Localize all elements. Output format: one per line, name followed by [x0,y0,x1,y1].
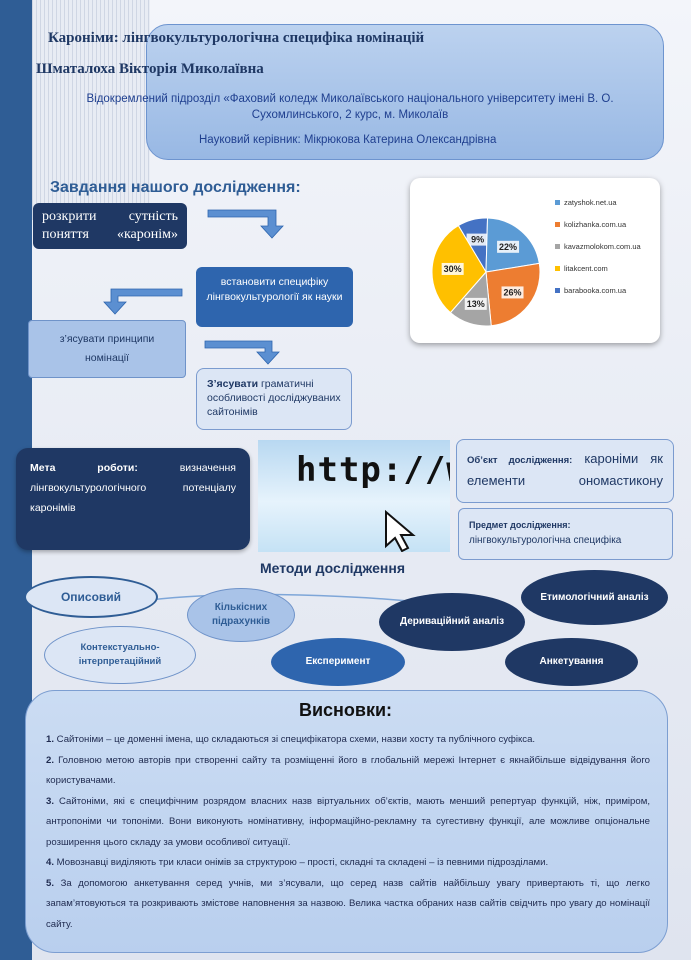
task-box-1: розкрити сутність поняття «каронім» [33,203,187,249]
method-quantitative: Кількісних підрахунків [187,588,295,642]
pie-label: 13% [467,299,485,309]
pie-label: 30% [444,264,462,274]
conclusion-item: 1. Сайтоніми – це доменні імена, що скла… [46,734,536,745]
task-box-4: З’ясувати граматичні особливості дослідж… [196,368,352,430]
legend-swatch [555,244,560,249]
stripe-decor [32,0,150,220]
method-experiment: Експеримент [271,638,405,686]
pie-label-bg [497,240,520,253]
pie-label: 22% [499,242,517,252]
conclusion-item: 5. За допомогою анкетування серед учнів,… [46,877,650,930]
legend-swatch [555,200,560,205]
tasks-heading: Завдання нашого дослідження: [50,179,301,196]
goal-label: Мета роботи: [30,462,138,474]
legend-label: kolizhanka.com.ua [564,220,627,229]
pie-label-bg [441,262,464,275]
legend-label: kavazmolokom.com.ua [564,242,641,251]
method-etymological: Етимологічний аналіз [521,570,668,625]
method-derivational: Дериваційний аналіз [379,593,525,651]
method-survey: Анкетування [505,638,638,686]
object-box: Об’єкт дослідження: кароніми як елементи… [456,439,674,503]
legend-swatch [555,222,560,227]
http-text: http://www. [296,450,450,490]
arrow-3-icon [204,340,280,365]
task-box-2: встановити специфіку лінгвокультурології… [196,267,353,327]
arrow-1-icon [207,209,284,239]
subject-box: Предмет дослідження: лінгвокультурологічн… [458,508,673,560]
legend-label: barabooka.com.ua [564,286,627,295]
legend-item: kavazmolokom.com.ua [555,242,655,252]
object-text: кароніми як елементи ономастикону [467,451,663,488]
legend-swatch [555,288,560,293]
method-contextual: Контекстуально-інтерпретаційний [44,626,196,684]
pie-chart: 9% 22% 26% 13% 30% [431,217,541,327]
legend-item: zatyshok.net.ua [555,198,655,208]
legend-label: zatyshok.net.ua [564,198,617,207]
task-box-3: з’ясувати принципи номінації [28,320,186,378]
arrow-2-icon [103,288,183,315]
method-descriptive: Описовий [24,576,158,618]
legend-swatch [555,266,560,271]
conclusion-item: 2. Головною метою авторів при створенні … [46,754,650,787]
legend-item: barabooka.com.ua [555,286,655,296]
http-image: http://www. [258,440,450,552]
conclusion-item: 4. Мовознавці виділяють три класи онімів… [46,857,549,868]
object-label: Об’єкт дослідження: [467,455,573,466]
author-name: Шматалоха Вікторія Миколаївна [36,61,264,77]
pie-label-bg [464,297,487,310]
pie-label: 9% [471,235,484,245]
methods-heading: Методи дослідження [260,560,406,576]
subject-text: лінгвокультурологічна специфіка [469,535,622,546]
legend-label: litakcent.com [564,264,608,273]
legend-item: litakcent.com [555,264,655,274]
pie-label: 26% [504,287,522,297]
conclusion-item: 3. Сайтоніми, які є специфічним розрядом… [46,795,650,848]
cursor-icon [385,509,416,552]
conclusions-list: 1. Сайтоніми – це доменні імена, що скла… [46,730,650,935]
goal-box: Мета роботи: визначення лінгвокультуроло… [16,448,250,550]
task4-bold: З’ясувати [207,378,259,390]
task-arrows [103,209,284,365]
conclusions-panel [25,690,668,953]
poster-title: Кароніми: лінгвокультурологічна специфік… [48,30,425,46]
subject-label: Предмет дослідження: [469,520,571,530]
supervisor: Науковий керівник: Мікрюкова Катерина Ол… [199,134,497,146]
task4-text: граматичні особливості досліджуваних сай… [207,378,341,418]
pie-label-bg [501,286,524,299]
legend-item: kolizhanka.com.ua [555,220,655,230]
affiliation: Відокремлений підрозділ «Фаховий коледж … [86,93,614,121]
header-panel [146,24,664,160]
pie-label-bg [466,233,489,246]
conclusions-heading: Висновки: [298,700,393,720]
goal-text: визначення лінгвокультурологічного потен… [30,462,236,514]
chart-legend: zatyshok.net.ua kolizhanka.com.ua kavazmol… [555,198,655,308]
